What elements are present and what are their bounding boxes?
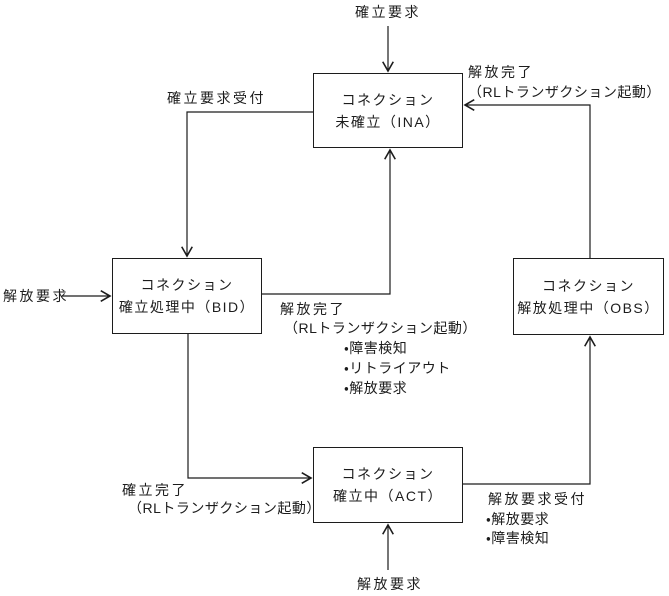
state-bid-line2: 確立処理中（BID） [118,299,256,315]
state-box-act: コネクション 確立中（ACT） [313,447,463,523]
label-release-request-accepted-bullet-failure: ・障害検知 [486,530,550,546]
arrow-bid-to-ina [262,148,396,295]
label-establish-complete-line1: 確立完了 [122,482,188,498]
state-box-bid: コネクション 確立処理中（BID） [112,258,262,334]
label-release-complete-mid-bullet-release-request: ・解放要求 [344,380,408,396]
label-establish-request: 確立要求 [355,4,421,20]
state-act-line2: 確立中（ACT） [333,488,443,504]
label-release-request-left: 解放要求 [3,288,69,304]
label-release-complete-mid-line2: （RLトランザクション起動） [284,320,477,336]
arrow-bid-to-act [187,334,313,484]
state-bid-line1: コネクション [140,277,234,293]
label-release-complete-mid-bullet-retry-out: ・リトライアウト [344,360,451,376]
state-ina-line2: 未確立（INA） [335,113,441,130]
arrow-ina-to-bid [181,111,313,258]
state-ina-line1: コネクション [341,91,435,108]
label-release-complete-mid-line1: 解放完了 [280,301,346,317]
label-release-request-accepted: 解放要求受付 [488,491,587,507]
label-release-request-bottom: 解放要求 [357,576,423,592]
label-release-complete-right-line1: 解放完了 [468,64,534,80]
label-establish-request-accepted: 確立要求受付 [167,90,266,106]
label-release-request-accepted-bullet-release-request: ・解放要求 [486,511,550,527]
arrow-obs-to-ina [463,99,591,258]
label-release-complete-mid-bullet-failure: ・障害検知 [344,340,408,356]
state-box-obs: コネクション 解放処理中（OBS） [513,258,664,335]
state-box-ina: コネクション 未確立（INA） [313,73,463,148]
label-establish-complete-line2: （RLトランザクション起動） [128,500,321,516]
state-act-line1: コネクション [341,466,435,482]
label-release-complete-right-line2: （RLトランザクション起動） [468,84,661,100]
state-obs-line2: 解放処理中（OBS） [517,299,660,316]
state-obs-line1: コネクション [542,277,635,294]
arrow-act-to-obs [463,335,596,485]
